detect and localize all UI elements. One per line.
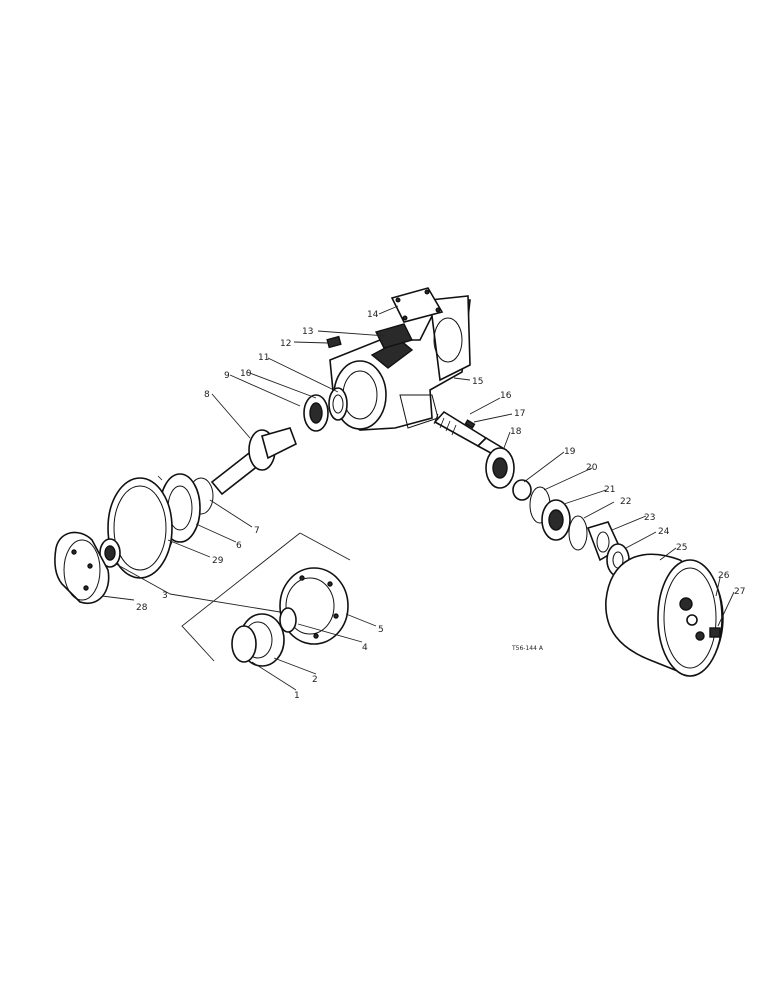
spacer-19	[512, 479, 532, 501]
label-10: 10	[240, 369, 252, 379]
gearbox-housing	[329, 295, 471, 431]
label-19: 19	[564, 447, 576, 457]
top-cover-plate	[390, 287, 444, 323]
label-28: 28	[136, 603, 148, 613]
bushing-3	[99, 538, 121, 568]
bearing-21	[541, 499, 571, 541]
bearing-18	[485, 447, 515, 489]
label-9: 9	[224, 371, 230, 381]
gasket-29	[107, 477, 173, 579]
end-cover-28	[54, 531, 110, 605]
label-22: 22	[620, 497, 631, 507]
label-20: 20	[586, 463, 598, 473]
pulley	[605, 553, 724, 677]
snap-ring-22	[568, 515, 588, 551]
label-1: 1	[294, 691, 300, 701]
label-29: 29	[212, 556, 224, 566]
collar-4	[279, 607, 297, 633]
label-25: 25	[676, 543, 687, 553]
bearing-11	[328, 387, 348, 421]
label-26: 26	[718, 571, 730, 581]
leader-lines	[101, 305, 735, 691]
label-16: 16	[500, 391, 512, 401]
reference-code: T56-144 A	[511, 645, 544, 652]
part-labels: 14 13 12 11 10 9 8 15 16 17 18 19 20 21 …	[136, 310, 745, 701]
label-6: 6	[236, 541, 242, 551]
label-5: 5	[378, 625, 384, 635]
key-17	[464, 419, 476, 429]
breather-plug	[326, 335, 342, 349]
label-11: 11	[258, 353, 269, 363]
label-15: 15	[472, 377, 483, 387]
cover-1	[231, 625, 257, 663]
output-shaft	[210, 427, 298, 496]
label-4: 4	[362, 643, 368, 653]
label-3: 3	[162, 591, 168, 601]
label-18: 18	[510, 427, 522, 437]
alternative-assembly-frame	[181, 532, 351, 662]
gasket-13	[374, 323, 414, 349]
label-13: 13	[302, 327, 313, 337]
hub-flange-5	[279, 567, 349, 645]
nut-27	[709, 627, 721, 638]
label-24: 24	[658, 527, 670, 537]
bearing-10	[303, 394, 329, 432]
label-21: 21	[604, 485, 615, 495]
label-8: 8	[204, 390, 210, 400]
label-17: 17	[514, 409, 525, 419]
label-27: 27	[734, 587, 745, 597]
label-12: 12	[280, 339, 291, 349]
label-23: 23	[644, 513, 655, 523]
label-2: 2	[312, 675, 318, 685]
label-7: 7	[254, 526, 260, 536]
label-14: 14	[367, 310, 379, 320]
